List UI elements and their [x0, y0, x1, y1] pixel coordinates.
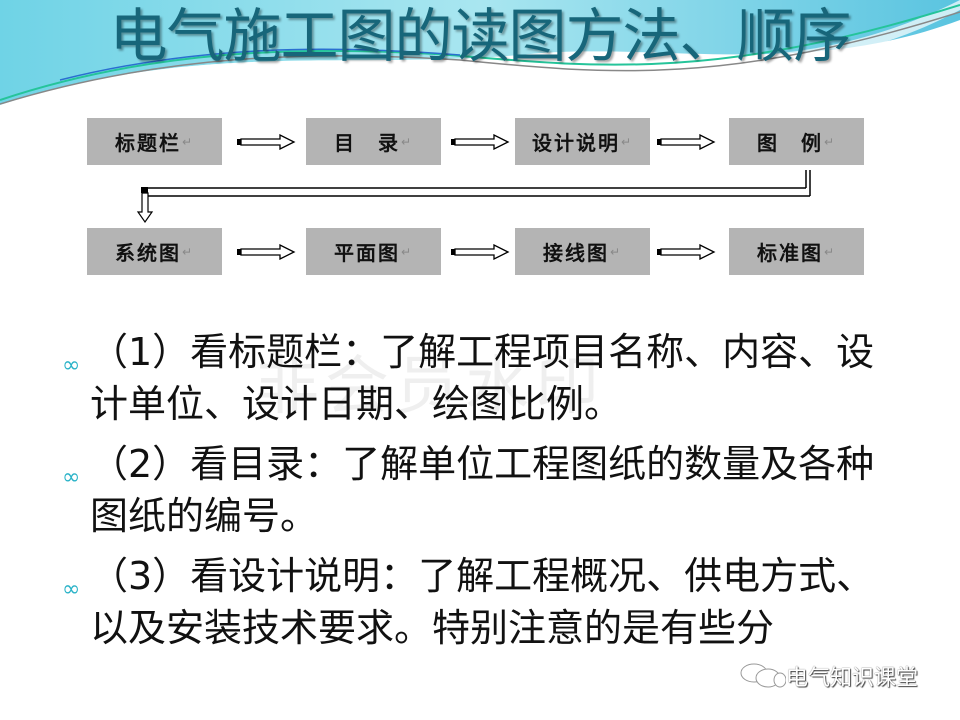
bullet-icon: ∞	[62, 577, 81, 602]
footer-watermark-text: 电气知识课堂	[786, 666, 919, 691]
list-item-text: （3）看设计说明：了解工程概况、供电方式、以及安装技术要求。特别注意的是有些分	[90, 554, 875, 650]
right-arrow-icon	[451, 244, 510, 260]
footer-watermark: 电气知识课堂	[738, 660, 918, 692]
right-arrow-icon	[237, 244, 296, 260]
right-arrow-icon	[237, 134, 296, 150]
flow-box-label: 标准图	[756, 241, 823, 265]
flow-box-label: 设计说明	[531, 131, 620, 155]
flow-box-system-diagram: 系统图↵	[87, 228, 222, 275]
return-mark: ↵	[823, 134, 837, 149]
flow-box-label: 接线图	[542, 241, 609, 265]
slide-title: 电气施工图的读图方法、顺序	[109, 2, 851, 70]
return-mark: ↵	[400, 134, 414, 149]
return-mark: ↵	[400, 244, 414, 259]
background-watermark: 非会员水印	[255, 350, 605, 424]
list-item-text: （2）看目录：了解单位工程图纸的数量及各种图纸的编号。	[90, 442, 875, 538]
return-mark: ↵	[181, 134, 195, 149]
flow-box-catalog: 目 录↵	[306, 118, 441, 165]
flow-box-title-block: 标题栏↵	[87, 118, 222, 165]
flow-box-legend: 图 例↵	[729, 118, 864, 165]
bullet-icon: ∞	[62, 353, 81, 378]
reading-steps-list: ∞ （1）看标题栏：了解工程项目名称、内容、设计单位、设计日期、绘图比例。 ∞ （2…	[62, 326, 902, 662]
wechat-icon	[740, 663, 786, 688]
right-arrow-icon	[657, 134, 716, 150]
return-mark: ↵	[620, 134, 634, 149]
flow-box-label: 平面图	[333, 241, 400, 265]
right-arrow-icon	[451, 134, 510, 150]
bullet-icon: ∞	[62, 465, 81, 490]
return-connector-arrow-icon	[136, 170, 811, 224]
reading-order-flowchart: 标题栏↵ 目 录↵ 设计说明↵ 图 例↵ 系统图↵ 平面图↵ 接线图↵ 标准图↵	[75, 100, 895, 288]
flow-box-label: 标题栏	[114, 131, 181, 155]
flow-box-standard-drawing: 标准图↵	[729, 228, 864, 275]
flow-box-label: 目 录	[333, 131, 400, 155]
list-item: ∞ （2）看目录：了解单位工程图纸的数量及各种图纸的编号。	[62, 438, 902, 542]
return-mark: ↵	[823, 244, 837, 259]
flow-box-design-notes: 设计说明↵	[515, 118, 650, 165]
header-wave-background	[0, 0, 960, 112]
list-item: ∞ （3）看设计说明：了解工程概况、供电方式、以及安装技术要求。特别注意的是有些分	[62, 550, 902, 654]
return-mark: ↵	[609, 244, 623, 259]
list-item: ∞ （1）看标题栏：了解工程项目名称、内容、设计单位、设计日期、绘图比例。	[62, 326, 902, 430]
flow-box-label: 图 例	[756, 131, 823, 155]
return-mark: ↵	[181, 244, 195, 259]
list-item-text: （1）看标题栏：了解工程项目名称、内容、设计单位、设计日期、绘图比例。	[90, 330, 875, 426]
flow-box-floor-plan: 平面图↵	[306, 228, 441, 275]
flow-box-label: 系统图	[114, 241, 181, 265]
flow-box-wiring-diagram: 接线图↵	[515, 228, 650, 275]
right-arrow-icon	[657, 244, 716, 260]
